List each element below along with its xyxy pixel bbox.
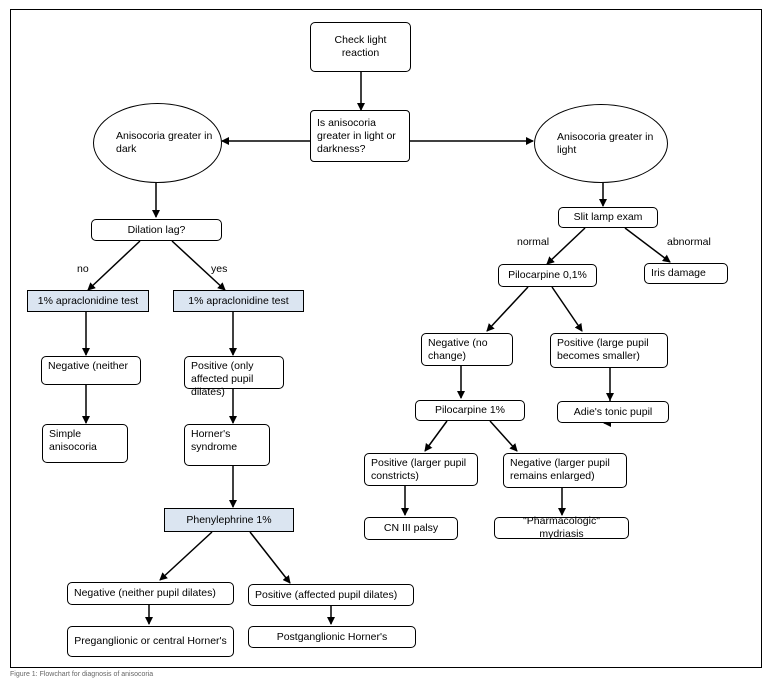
arrow-pilo1-to-neg — [489, 420, 518, 452]
arrow-dilation-to-apra-yes — [171, 240, 226, 291]
edge-label-yes: yes — [211, 263, 228, 275]
anisocoria-dark-node: Anisocoria greater in dark — [93, 103, 222, 183]
arrow-slit-to-pilo01 — [546, 227, 586, 265]
arrow-phenyl-to-neg — [159, 531, 213, 581]
slit-lamp-exam-node: Slit lamp exam — [558, 207, 658, 228]
negative-larger-enlarged-node: Negative (larger pupil remains enlarged) — [503, 453, 627, 488]
diagram-frame — [10, 9, 762, 668]
edge-label-normal: normal — [517, 236, 550, 248]
negative-neither-pupil-dilates-node: Negative (neither pupil dilates) — [67, 582, 234, 605]
simple-anisocoria-node: Simple anisocoria — [42, 424, 128, 463]
light-or-dark-question-node: Is anisocoria greater in light or darkne… — [310, 110, 410, 162]
horners-syndrome-node: Horner's syndrome — [184, 424, 270, 466]
preganglionic-horners-node: Preganglionic or central Horner's — [67, 626, 234, 657]
arrow-pilo01-to-pos — [551, 286, 583, 332]
pharmacologic-mydriasis-node: "Pharmacologic" mydriasis — [494, 515, 629, 540]
apraclonidine-test-no-node: 1% apraclonidine test — [27, 290, 149, 312]
arrow-phenyl-to-pos — [249, 531, 291, 584]
positive-affected-pupil-dilates-node: Positive (affected pupil dilates) — [248, 584, 414, 606]
check-light-reaction-node: Check light reaction — [310, 22, 411, 72]
positive-larger-constricts-node: Positive (larger pupil constricts) — [364, 453, 478, 486]
edge-label-abnormal: abnormal — [667, 236, 711, 248]
adies-tonic-pupil-node: Adie's tonic pupil — [557, 401, 669, 423]
edge-label-no: no — [77, 263, 89, 275]
pilocarpine-1-node: Pilocarpine 1% — [415, 400, 525, 421]
iris-damage-node: Iris damage — [644, 263, 728, 284]
postganglionic-horners-node: Postganglionic Horner's — [248, 626, 416, 648]
positive-affected-dilates-node: Positive (only affected pupil dilates) — [184, 356, 284, 398]
arrow-pilo01-to-neg — [486, 286, 529, 332]
arrow-slit-to-iris — [624, 227, 671, 263]
arrow-pilo1-to-pos — [424, 420, 448, 452]
negative-neither-node: Negative (neither — [41, 356, 141, 385]
anisocoria-light-node: Anisocoria greater in light — [534, 104, 668, 183]
negative-no-change-node: Negative (no change) — [421, 333, 513, 366]
arrow-dilation-to-apra-no — [87, 240, 141, 291]
positive-large-pupil-smaller-node: Positive (large pupil becomes smaller) — [550, 333, 668, 368]
phenylephrine-node: Phenylephrine 1% — [164, 508, 294, 532]
dilation-lag-node: Dilation lag? — [91, 219, 222, 241]
apraclonidine-test-yes-node: 1% apraclonidine test — [173, 290, 304, 312]
cn3-palsy-node: CN III palsy — [364, 517, 458, 540]
pilocarpine-01-node: Pilocarpine 0,1% — [498, 264, 597, 287]
figure-caption: Figure 1: Flowchart for diagnosis of ani… — [10, 671, 154, 678]
